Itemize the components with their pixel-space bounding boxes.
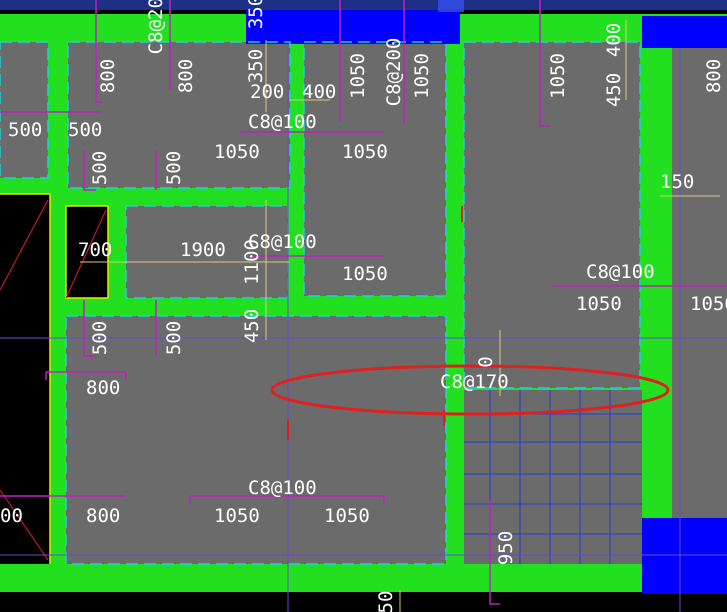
slab-panel-h (464, 390, 642, 564)
label-800-d: 800 (86, 377, 120, 399)
label-c8-200-a: C8@200 (145, 0, 167, 54)
label-1050-e: 1050 (547, 53, 569, 99)
label-1100: 1100 (241, 239, 263, 285)
label-c8-100-c: C8@100 (586, 261, 655, 283)
label-1050-a: 1050 (347, 53, 369, 99)
label-1050-j: 1050 (214, 505, 260, 527)
label-500-a: 500 (8, 119, 42, 141)
label-1050-h: 1050 (576, 293, 622, 315)
label-150: 150 (660, 171, 694, 193)
highlight-ellipse (270, 364, 670, 416)
label-200: 200 (250, 81, 284, 103)
label-500-d: 500 (163, 151, 185, 185)
label-50: 50 (375, 591, 397, 612)
opening-diagonal (65, 209, 107, 299)
shaft-diagonal-b (0, 489, 49, 561)
label-500-b: 500 (68, 119, 102, 141)
label-1050-c: 1050 (214, 141, 260, 163)
label-00: 00 (0, 505, 23, 527)
slab-panels (0, 42, 727, 564)
label-1050-b: 1050 (411, 53, 433, 99)
label-1050-i: 1050 (690, 293, 727, 315)
label-800-c: 800 (703, 59, 725, 93)
label-450-b: 450 (241, 309, 263, 343)
top-hatch-band (0, 0, 727, 10)
slab-panel-c (304, 42, 446, 296)
slab-panel-f (126, 206, 288, 298)
label-500-e: 500 (89, 321, 111, 355)
label-0: 0 (475, 356, 497, 367)
label-400-b: 400 (603, 23, 625, 57)
slab-panel-e (672, 48, 727, 518)
label-350-b: 350 (245, 49, 267, 83)
label-700: 700 (78, 239, 112, 261)
label-c8-170: C8@170 (440, 371, 509, 393)
label-800-a: 800 (97, 59, 119, 93)
slab-panel-d (464, 42, 640, 388)
label-c8-100-a: C8@100 (248, 111, 317, 133)
column-bottom-right (642, 518, 727, 594)
columns (246, 10, 727, 594)
axis-lines (0, 42, 727, 612)
label-500-f: 500 (163, 321, 185, 355)
label-800-b: 800 (175, 59, 197, 93)
label-c8-200-b: C8@200 (383, 38, 405, 107)
label-1050-d: 1050 (342, 141, 388, 163)
label-450-a: 450 (603, 73, 625, 107)
column-top-right (642, 16, 727, 48)
label-400-a: 400 (302, 81, 336, 103)
label-1050-g: 1050 (342, 263, 388, 285)
label-950: 950 (495, 531, 517, 565)
slab-panel-b (68, 42, 290, 188)
label-c8-100-b: C8@100 (248, 231, 317, 253)
shaft-diagonal-a (0, 199, 49, 291)
label-800-e: 800 (86, 505, 120, 527)
slab-panel-a (0, 42, 48, 178)
void-bottom-band (0, 592, 727, 612)
column-top (246, 10, 460, 44)
slab-panel-g (66, 316, 446, 564)
label-1900: 1900 (180, 239, 226, 261)
dimension-lines (80, 20, 720, 612)
label-350-a: 350 (245, 0, 267, 29)
label-c8-100-d: C8@100 (248, 477, 317, 499)
label-500-c: 500 (89, 151, 111, 185)
label-1050-k: 1050 (324, 505, 370, 527)
